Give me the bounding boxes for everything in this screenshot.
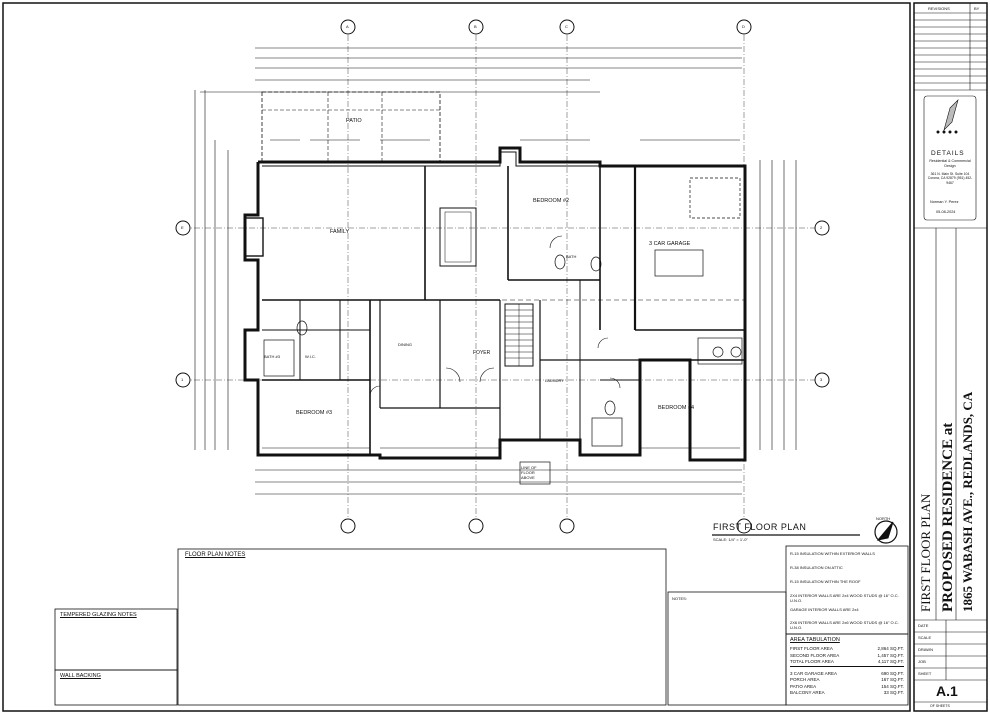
designer-name: Norman Y. Perez bbox=[930, 200, 959, 204]
grid-bubble bbox=[468, 19, 484, 35]
area-tabulation-table: FIRST FLOOR AREA 2,864 SQ.FT. SECOND FLOO… bbox=[790, 646, 904, 697]
area-row: BALCONY AREA 33 SQ.FT. bbox=[790, 690, 904, 697]
floor-plan-drawing bbox=[183, 35, 822, 520]
grid-bubble bbox=[340, 19, 356, 35]
title-block-date: 05-08-2024 bbox=[936, 210, 956, 214]
insulation-note: GARAGE INTERIOR WALLS ARE 2x4 bbox=[790, 607, 859, 612]
wall-backing-title: WALL BACKING bbox=[60, 673, 101, 679]
grid-bubble bbox=[340, 518, 356, 534]
room-label-bedroom-3: BEDROOM #3 bbox=[296, 410, 333, 416]
area-label: TOTAL FLOOR AREA bbox=[790, 659, 834, 664]
room-label-floor-above: LINE OF FLOOR ABOVE bbox=[521, 465, 537, 480]
title-block-border bbox=[913, 2, 988, 712]
project-name: PROPOSED RESIDENCE at bbox=[940, 422, 956, 612]
meta-label-date: DATE bbox=[918, 623, 929, 628]
meta-label-scale: SCALE bbox=[918, 635, 932, 640]
area-value: 154 SQ.FT. bbox=[881, 683, 904, 689]
sheet-border bbox=[2, 2, 911, 712]
floor-plan-notes-title: FLOOR PLAN NOTES bbox=[185, 552, 246, 558]
area-row: SECOND FLOOR AREA 1,457 SQ.FT. bbox=[790, 653, 904, 660]
grid-bubble-label: D bbox=[742, 24, 745, 29]
notes-boxes bbox=[54, 545, 909, 706]
insulation-note: R-38 INSULATION ON ATTIC bbox=[790, 565, 843, 570]
grid-bubble bbox=[559, 518, 575, 534]
room-label-bath-3: BATH #3 bbox=[264, 354, 280, 359]
area-label: FIRST FLOOR AREA bbox=[790, 646, 833, 651]
meta-label-job: JOB bbox=[918, 659, 926, 664]
plan-scale: SCALE: 1/4" = 1'-0" bbox=[713, 537, 748, 542]
area-value: 4,117 SQ.FT. bbox=[877, 659, 904, 664]
room-label-patio: PATIO bbox=[346, 118, 362, 124]
firm-address: 361 N. Main St. Suite 104 Corona, CA 928… bbox=[927, 172, 973, 185]
grid-bubble-label: 1 bbox=[181, 377, 184, 382]
grid-bubble bbox=[736, 518, 752, 534]
area-row: PORCH AREA 167 SQ.FT. bbox=[790, 677, 904, 684]
tempered-glazing-title: TEMPERED GLAZING NOTES bbox=[60, 612, 137, 618]
north-label: NORTH bbox=[876, 516, 891, 521]
grid-bubble bbox=[559, 19, 575, 35]
title-block-lines bbox=[914, 3, 987, 703]
area-label: PORCH AREA bbox=[790, 677, 820, 682]
room-label-garage: 3 CAR GARAGE bbox=[649, 241, 691, 247]
room-label-dining: DINING bbox=[398, 342, 412, 347]
area-tabulation-title: AREA TABULATION bbox=[790, 637, 840, 643]
area-value: 167 SQ.FT. bbox=[881, 677, 904, 682]
area-label: PATIO AREA bbox=[790, 683, 817, 689]
meta-label-drawn: DRAWN bbox=[918, 647, 933, 652]
insulation-note: 2X6 INTERIOR WALLS ARE 2x6 WOOD STUDS @ … bbox=[790, 620, 899, 630]
area-row: FIRST FLOOR AREA 2,864 SQ.FT. bbox=[790, 646, 904, 653]
grid-bubble bbox=[175, 372, 191, 388]
grid-bubble-label: E bbox=[181, 225, 184, 230]
firm-subtitle: Residential & Commercial Design bbox=[929, 159, 971, 168]
room-label-family: FAMILY bbox=[330, 229, 350, 235]
room-label-wic: W.I.C. bbox=[305, 354, 316, 359]
meta-label-sheet: SHEET bbox=[918, 671, 932, 676]
room-label-laundry: LAUNDRY bbox=[545, 378, 565, 383]
sheet-number: A.1 bbox=[936, 683, 958, 699]
room-label-bedroom-2: BEDROOM #2 bbox=[533, 198, 570, 204]
grid-bubble bbox=[175, 220, 191, 236]
firm-name: DETAILS bbox=[931, 150, 965, 157]
grid-bubble-label: 2 bbox=[820, 225, 823, 230]
notes-title: NOTES: bbox=[672, 596, 687, 601]
project-address: 1865 WABASH AVE., REDLANDS, CA bbox=[960, 391, 975, 612]
grid-bubbles bbox=[175, 19, 830, 534]
sheet-title: FIRST FLOOR PLAN bbox=[918, 493, 933, 612]
area-row: PATIO AREA 154 SQ.FT. bbox=[790, 684, 904, 691]
insulation-note: R-15 INSULATION WITHIN EXTERIOR WALLS bbox=[790, 551, 875, 556]
area-label: BALCONY AREA bbox=[790, 690, 825, 695]
plan-title: FIRST FLOOR PLAN bbox=[713, 522, 807, 532]
insulation-note: 2X4 INTERIOR WALLS ARE 2x4 WOOD STUDS @ … bbox=[790, 593, 899, 603]
grid-bubble bbox=[814, 372, 830, 388]
grid-bubble bbox=[736, 19, 752, 35]
north-arrow-icon bbox=[874, 520, 898, 544]
grid-bubble-label: 3 bbox=[820, 377, 823, 382]
room-label-foyer: FOYER bbox=[473, 350, 491, 356]
grid-bubble-label: A bbox=[346, 24, 349, 29]
area-row: 3 CAR GARAGE AREA 690 SQ.FT. bbox=[790, 671, 904, 678]
room-label-bedroom-4: BEDROOM #4 bbox=[658, 405, 695, 411]
revisions-by-label: BY bbox=[974, 6, 980, 11]
of-sheets-label: OF SHEETS bbox=[930, 704, 950, 708]
grid-bubble bbox=[468, 518, 484, 534]
firm-logo-icon bbox=[936, 98, 959, 134]
area-label: 3 CAR GARAGE AREA bbox=[790, 670, 838, 676]
area-value: 2,864 SQ.FT. bbox=[877, 646, 904, 651]
grid-bubble bbox=[814, 220, 830, 236]
insulation-note: R-15 INSULATION WITHIN THE ROOF bbox=[790, 579, 861, 584]
revisions-label: REVISIONS bbox=[928, 6, 950, 11]
grid-bubble-label: B bbox=[474, 24, 477, 29]
area-value: 1,457 SQ.FT. bbox=[877, 652, 904, 658]
room-label-bath: BATH bbox=[566, 254, 577, 259]
area-value: 33 SQ.FT. bbox=[883, 690, 904, 695]
area-row: TOTAL FLOOR AREA 4,117 SQ.FT. bbox=[790, 659, 904, 667]
area-value: 690 SQ.FT. bbox=[881, 670, 904, 676]
area-label: SECOND FLOOR AREA bbox=[790, 652, 840, 658]
grid-bubble-label: C bbox=[565, 24, 568, 29]
